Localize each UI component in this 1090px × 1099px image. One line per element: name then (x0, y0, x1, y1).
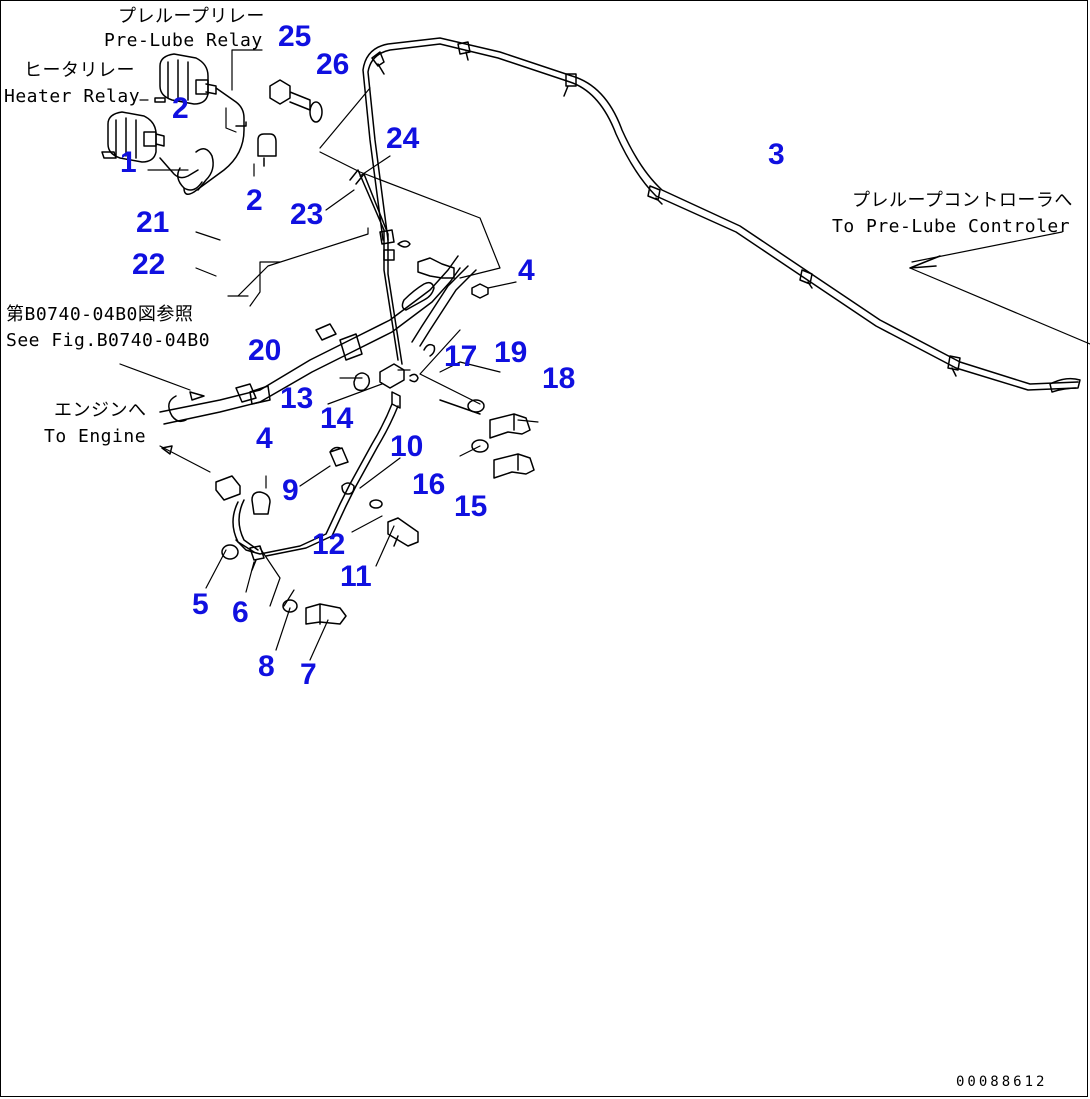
callout-12: 12 (312, 528, 346, 561)
grommet-and-clamp (329, 446, 419, 547)
harness-3 (362, 37, 1079, 391)
callout-4-lower: 4 (256, 422, 273, 455)
callout-15: 15 (454, 490, 488, 523)
callout-25: 25 (278, 20, 312, 53)
callout-17: 17 (444, 340, 478, 373)
branch-harness (349, 169, 411, 365)
callout-2-lower: 2 (246, 184, 263, 217)
prelube-relay-label-en: Pre-Lube Relay (104, 30, 263, 51)
callout-2-upper: 2 (172, 92, 189, 125)
callout-1: 1 (120, 146, 137, 179)
callout-20: 20 (248, 334, 282, 367)
callout-13: 13 (280, 382, 314, 415)
engine-label-jp: エンジンへ (54, 400, 147, 421)
callout-19: 19 (494, 336, 528, 369)
callout-6: 6 (232, 596, 249, 629)
callout-23: 23 (290, 198, 324, 231)
callout-3: 3 (768, 138, 785, 171)
callout-18: 18 (542, 362, 576, 395)
drawing-code: 00088612 (956, 1074, 1048, 1090)
callout-4-upper: 4 (518, 254, 535, 287)
prelube-relay-label-jp: プレループリレー (118, 6, 265, 27)
callout-21: 21 (136, 206, 170, 239)
bolt-25-washer-26 (269, 79, 323, 123)
battery-cable (159, 255, 477, 425)
callout-24: 24 (386, 122, 420, 155)
callout-16: 16 (412, 468, 446, 501)
leader-lines (119, 49, 1090, 661)
see-fig-label-en: See Fig.B0740-04B0 (6, 330, 211, 351)
heater-relay-label-jp: ヒータリレー (24, 60, 135, 81)
relay-assemblies (101, 53, 277, 195)
harness-3-clamps (371, 41, 1081, 393)
direction-arrows (161, 255, 941, 455)
callout-9: 9 (282, 474, 299, 507)
engine-label-en: To Engine (44, 426, 147, 447)
controller-label-en: To Pre-Lube Controler (832, 216, 1071, 237)
engine-side-parts (215, 475, 347, 625)
controller-label-jp: プレループコントローラへ (852, 190, 1073, 211)
bolts-and-washers (467, 399, 535, 479)
heater-relay-label-en: Heater Relay (4, 86, 141, 107)
see-fig-label-jp: 第B0740-04B0図参照 (6, 304, 194, 325)
callout-10: 10 (390, 430, 424, 463)
callout-5: 5 (192, 588, 209, 621)
callout-14: 14 (320, 402, 354, 435)
callout-8: 8 (258, 650, 275, 683)
callout-7: 7 (300, 658, 317, 691)
callout-26: 26 (316, 48, 350, 81)
callout-22: 22 (132, 248, 166, 281)
callout-11: 11 (340, 560, 372, 593)
bolt-and-nut-upper (417, 257, 489, 299)
